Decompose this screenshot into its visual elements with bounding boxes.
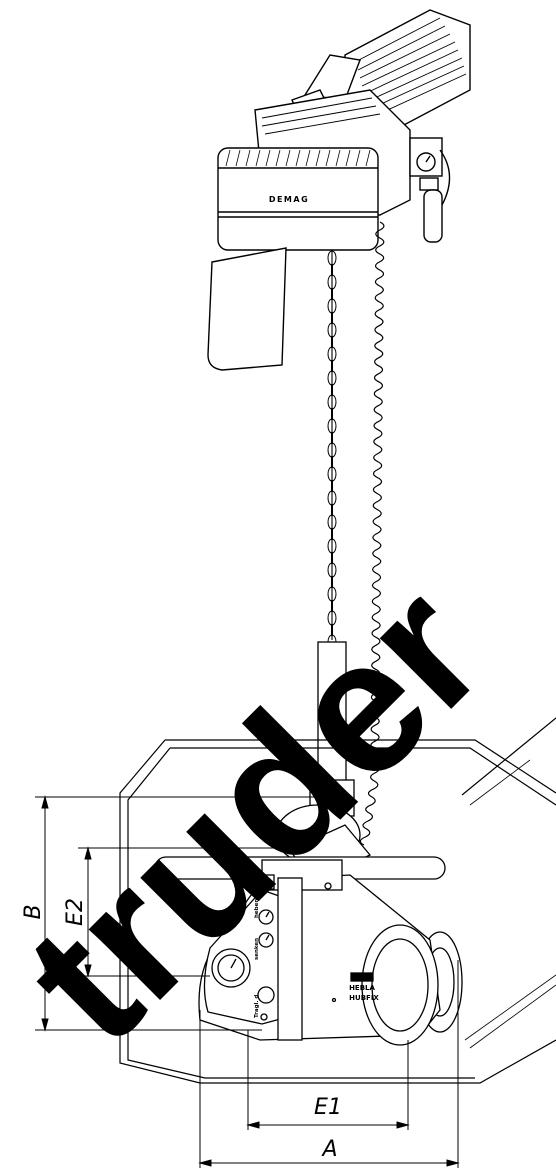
dimension-b: B bbox=[21, 904, 46, 919]
dimension-e2: E2 bbox=[63, 898, 88, 926]
panel-label-senken: senken bbox=[254, 938, 260, 960]
spiral-hose bbox=[359, 221, 385, 846]
dimension-a: A bbox=[320, 1137, 337, 1162]
dimension-lines bbox=[35, 795, 460, 1168]
dimension-e1: E1 bbox=[314, 1095, 342, 1120]
device-label-top: HEBLA bbox=[349, 984, 375, 992]
chain-links bbox=[327, 250, 337, 650]
suspension-tube bbox=[309, 641, 355, 817]
device-label-bottom: HUBFIX bbox=[349, 994, 379, 1002]
load-outline bbox=[119, 717, 556, 1084]
panel-label-heben: heben bbox=[254, 899, 260, 918]
brand-label: DEMAG bbox=[269, 195, 309, 204]
vacuum-gripper bbox=[154, 804, 463, 1046]
panel-label-tragl: Tragl. d bbox=[254, 995, 260, 1018]
chain-hoist bbox=[207, 9, 471, 371]
